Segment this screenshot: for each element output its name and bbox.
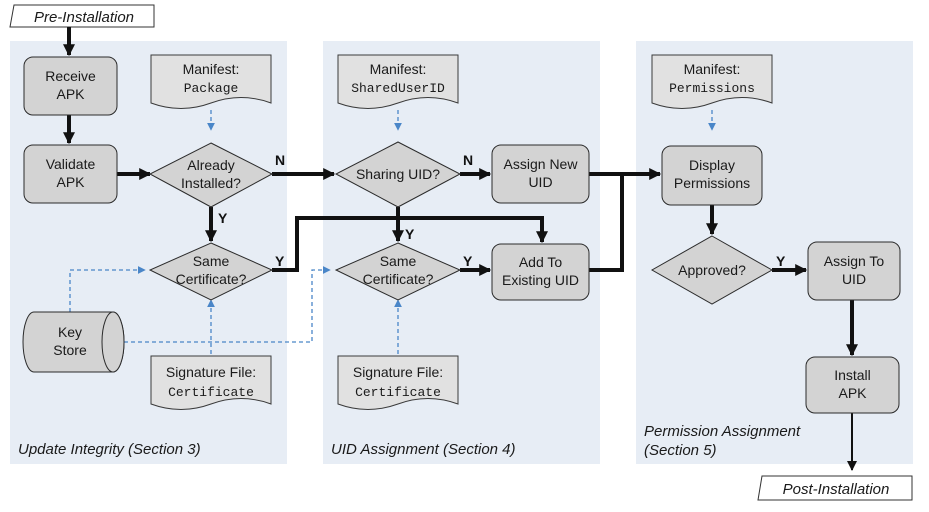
- flow-add-existing-to-display: [589, 174, 624, 272]
- signature-file-1-line2: Certificate: [168, 385, 254, 400]
- assign-new-uid-line2: UID: [528, 174, 552, 190]
- sharing-uid-label: Sharing UID?: [356, 166, 440, 182]
- manifest-package-line2: Package: [184, 81, 239, 96]
- approved-label: Approved?: [678, 262, 746, 278]
- pre-installation-label: Pre-Installation: [34, 9, 134, 26]
- same-certificate-1-line1: Same: [193, 253, 230, 269]
- assign-new-uid-box: [491, 144, 590, 204]
- manifest-package-doc: [150, 54, 272, 109]
- label-y-sharing: Y: [405, 226, 415, 242]
- label-y-installed: Y: [218, 210, 228, 226]
- same-certificate-decision-2: [334, 242, 462, 301]
- validate-apk-line1: Validate: [46, 156, 96, 172]
- approved-decision: [650, 235, 774, 305]
- manifest-shareduserid-doc: [337, 54, 459, 109]
- section-caption-permission-line1: Permission Assignment: [644, 423, 801, 440]
- already-installed-decision: [148, 142, 274, 208]
- flow-cert1-yes-to-add-existing: [272, 216, 548, 272]
- section-caption-permission-line2: (Section 5): [644, 442, 717, 459]
- manifest-permissions-line2: Permissions: [669, 81, 755, 96]
- manifest-package-line1: Manifest:: [183, 61, 240, 77]
- sharing-uid-decision: [334, 141, 462, 208]
- label-n-installed: N: [275, 152, 285, 168]
- already-installed-line2: Installed?: [181, 175, 241, 191]
- receive-apk-box: [23, 56, 118, 116]
- same-certificate-2-line1: Same: [380, 253, 417, 269]
- key-store-line1: Key: [58, 324, 82, 340]
- signature-file-2-line1: Signature File:: [353, 364, 443, 380]
- add-to-existing-uid-line2: Existing UID: [502, 272, 579, 288]
- signature-file-2-line2: Certificate: [355, 385, 441, 400]
- key-store-cylinder: [22, 311, 125, 373]
- same-certificate-2-line2: Certificate?: [363, 271, 434, 287]
- keystore-to-cert2-link: [124, 266, 331, 343]
- install-apk-line2: APK: [838, 385, 867, 401]
- already-installed-line1: Already: [187, 157, 234, 173]
- receive-apk-line1: Receive: [45, 68, 96, 84]
- signature-file-1-line1: Signature File:: [166, 364, 256, 380]
- manifest-permissions-doc: [651, 54, 773, 109]
- same-certificate-decision-1: [148, 242, 274, 301]
- assign-to-uid-line2: UID: [842, 271, 866, 287]
- add-to-existing-uid-line1: Add To: [519, 254, 563, 270]
- assign-new-uid-line1: Assign New: [504, 156, 579, 172]
- label-n-sharing: N: [463, 152, 473, 168]
- add-to-existing-uid-box: [491, 243, 590, 301]
- install-apk-line1: Install: [834, 367, 871, 383]
- label-y-cert2: Y: [463, 253, 473, 269]
- keystore-to-cert1-link: [69, 266, 146, 312]
- manifest-shareduserid-line2: SharedUserID: [351, 81, 445, 96]
- section-caption-update-integrity: Update Integrity (Section 3): [18, 441, 201, 458]
- post-installation-terminal: [757, 475, 913, 501]
- assign-to-uid-box: [807, 241, 901, 301]
- display-permissions-line1: Display: [689, 157, 735, 173]
- assign-to-uid-line1: Assign To: [824, 253, 885, 269]
- signature-file-doc-1: [150, 355, 272, 410]
- same-certificate-1-line2: Certificate?: [176, 271, 247, 287]
- validate-apk-line2: APK: [56, 174, 85, 190]
- label-y-approved: Y: [776, 253, 786, 269]
- receive-apk-line2: APK: [56, 86, 85, 102]
- display-permissions-box: [661, 145, 763, 206]
- validate-apk-box: [23, 144, 118, 204]
- label-y-cert1: Y: [275, 253, 285, 269]
- display-permissions-line2: Permissions: [674, 175, 750, 191]
- manifest-shareduserid-line1: Manifest:: [370, 61, 427, 77]
- key-store-line2: Store: [53, 342, 87, 358]
- signature-file-doc-2: [337, 355, 459, 410]
- post-installation-label: Post-Installation: [783, 481, 890, 498]
- manifest-permissions-line1: Manifest:: [684, 61, 741, 77]
- pre-installation-terminal: [9, 4, 155, 28]
- section-caption-uid-assignment: UID Assignment (Section 4): [331, 441, 516, 458]
- install-apk-box: [805, 356, 900, 414]
